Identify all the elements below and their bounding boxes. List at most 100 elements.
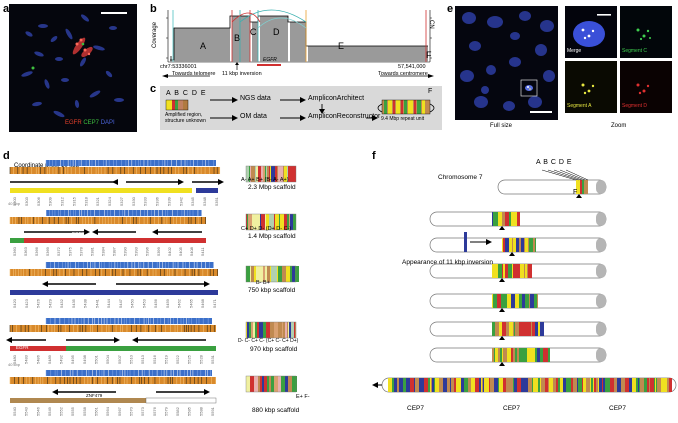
amplicon-band xyxy=(505,212,509,226)
amplicon-band xyxy=(524,238,525,252)
summary-band xyxy=(246,214,247,230)
scaffold-summary xyxy=(245,165,299,393)
summary-band xyxy=(295,166,296,182)
coordinate-tick: 5369 xyxy=(45,246,50,256)
summary-band xyxy=(278,166,280,182)
coordinate-tick: 5552 xyxy=(59,406,64,416)
summary-band xyxy=(281,376,285,392)
amplicon-band xyxy=(514,378,517,392)
summary-band xyxy=(256,266,260,282)
legend-egfr: EGFR xyxy=(65,120,82,126)
amplicon-band xyxy=(590,378,591,392)
amplicon-band xyxy=(667,378,668,392)
segment-bar xyxy=(10,290,218,295)
coordinate-tick: 5558 xyxy=(82,406,87,416)
amplicon-band xyxy=(507,348,511,362)
summary-band xyxy=(290,214,293,230)
panel-b-label: b xyxy=(150,3,157,15)
region-note-1: Amplified region, xyxy=(165,112,203,118)
amplicon-band xyxy=(550,378,553,392)
summary-band xyxy=(289,214,290,230)
summary-band xyxy=(279,214,280,230)
amplicon-band xyxy=(639,378,640,392)
coordinate-tick: 5456 xyxy=(153,298,158,308)
scaffold-summary-bar-2 xyxy=(245,213,297,231)
summary-band xyxy=(269,376,271,392)
amplicon-band xyxy=(520,238,521,252)
amplicon-band xyxy=(495,348,498,362)
repeat-end-f: F xyxy=(428,88,433,95)
amplicon-band xyxy=(492,294,493,308)
arrow-head xyxy=(84,229,90,235)
summary-band xyxy=(267,166,269,182)
workflow-diagram xyxy=(165,97,435,121)
segment-a-band xyxy=(576,180,580,194)
amplicon-band xyxy=(629,378,632,392)
amplicon-band xyxy=(647,378,649,392)
amplicon-band xyxy=(494,212,498,226)
coordinate-tick: 5516 xyxy=(152,354,157,364)
centromere-end xyxy=(596,264,606,278)
amplicon-band xyxy=(513,378,514,392)
segment-f-label: F xyxy=(426,50,432,60)
scaffold-5-size: 880 kbp scaffold xyxy=(252,407,300,414)
centromere-end xyxy=(596,238,606,252)
amplicon-band xyxy=(522,294,525,308)
coordinate-tick: 5582 xyxy=(175,406,180,416)
amplicon-band xyxy=(535,238,536,252)
amplicon-band xyxy=(435,378,439,392)
summary-band xyxy=(273,214,274,230)
coordinate-tick: 5405 xyxy=(178,246,183,256)
continuation-arrow-head xyxy=(372,382,378,388)
f-seg-d: D xyxy=(558,159,564,166)
amplicon-band xyxy=(500,348,502,362)
amplicon-architect-label: AmpliconArchitect xyxy=(308,95,365,102)
contig-bar xyxy=(10,167,220,174)
chromosome-7-rearranged-2 xyxy=(429,232,607,256)
coordinate-tick: 5507 xyxy=(117,354,122,364)
arrow-head xyxy=(52,389,58,395)
segment-bar xyxy=(24,238,152,243)
segment-c-band xyxy=(582,180,584,194)
amplicon-band xyxy=(553,378,556,392)
chromosome-diagram xyxy=(372,169,677,393)
amplicon-band xyxy=(558,378,560,392)
coordinate-tick: 5549 xyxy=(47,406,52,416)
summary-band xyxy=(247,322,249,338)
summary-band xyxy=(258,376,260,392)
amplicon-band xyxy=(505,238,506,252)
summary-band xyxy=(271,266,273,282)
centromere-end xyxy=(596,212,606,226)
arrow-head xyxy=(132,337,138,343)
amplicon-band xyxy=(596,378,598,392)
amplicon-band xyxy=(573,378,577,392)
coordinate-tick: 5579 xyxy=(163,406,168,416)
amplicon-band xyxy=(506,238,509,252)
panel-a-micrograph: EGFR CEP7 DAPI xyxy=(9,4,137,132)
amplicon-band xyxy=(662,378,663,392)
summary-band xyxy=(260,266,263,282)
summary-band xyxy=(274,376,278,392)
amplicon-band xyxy=(563,378,566,392)
summary-band xyxy=(285,376,288,392)
amplicon-band xyxy=(484,378,487,392)
amplicon-band xyxy=(529,238,533,252)
c-seg-e: E xyxy=(200,90,207,97)
summary-band xyxy=(267,376,269,392)
summary-band xyxy=(270,166,271,182)
scaffold-1-size: 2.3 Mbp scaffold xyxy=(248,184,296,191)
amplicon-band xyxy=(533,238,535,252)
repeat-unit-label: 9.4 Mbp repeat unit xyxy=(381,116,425,122)
amplicon-band xyxy=(475,378,476,392)
amplicon-band xyxy=(514,212,517,226)
summary-band xyxy=(273,266,277,282)
summary-band xyxy=(286,266,290,282)
coordinate-tick: 5522 xyxy=(175,354,180,364)
towards-centromere-label: Towards centromere xyxy=(378,71,428,77)
breakpoint-marker xyxy=(509,252,515,256)
amplicon-band xyxy=(492,348,493,362)
amplicon-band xyxy=(530,348,531,362)
coordinate-tick: 5510 xyxy=(128,354,133,364)
amplicon-band xyxy=(577,378,578,392)
summary-band xyxy=(255,166,256,182)
